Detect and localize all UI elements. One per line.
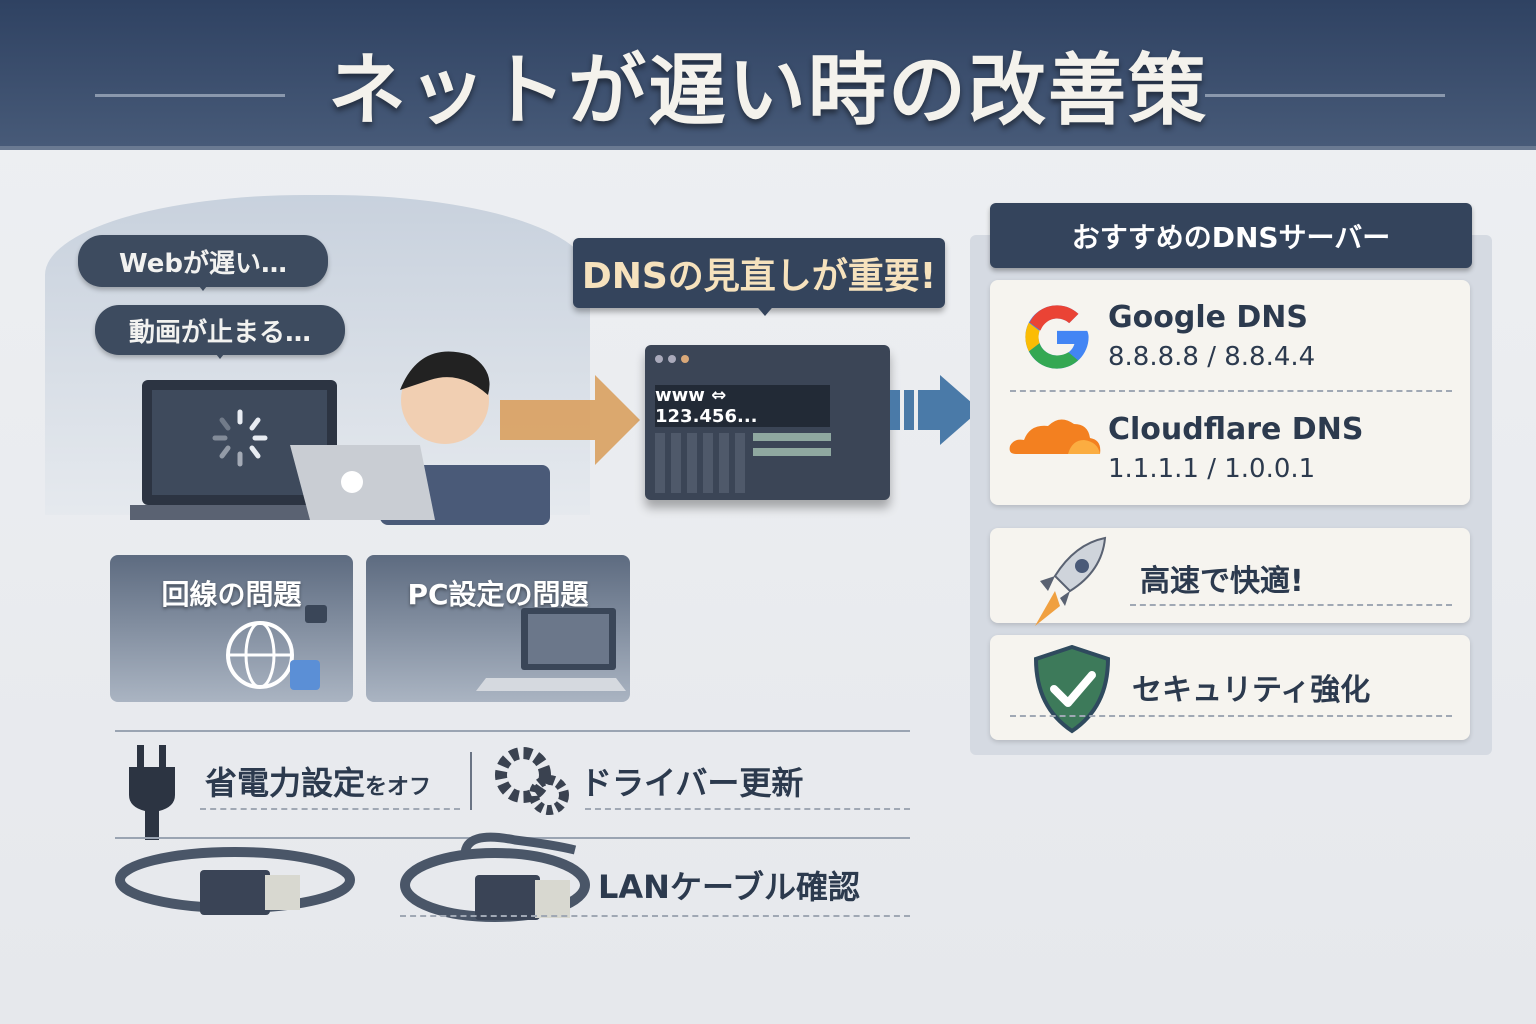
benefit-security: セキュリティ強化 — [990, 635, 1470, 740]
pc-monitor-icon — [476, 608, 626, 691]
tip-driver-update: ドライバー更新 — [580, 764, 804, 802]
symptom-bubble-web: Webが遅い… — [78, 235, 328, 287]
page-title: ネットが遅い時の改善策 — [327, 46, 1208, 136]
power-plug-icon — [129, 745, 175, 840]
dns-callout: DNSの見直しが重要! — [573, 238, 945, 316]
dns-name: Cloudflare DNS — [1108, 412, 1364, 447]
divider — [1010, 390, 1452, 392]
divider — [470, 752, 472, 810]
cloudflare-logo-icon — [1009, 419, 1101, 454]
globe-network-icon — [226, 605, 327, 690]
dns-server-list: Google DNS 8.8.8.8 / 8.8.4.4 Cloudflare … — [990, 280, 1470, 505]
problem-label: 回線の問題 — [161, 578, 302, 611]
server-bar — [753, 448, 831, 456]
loading-spinner-icon — [212, 409, 268, 467]
benefit-speed: 高速で快適! — [990, 528, 1470, 626]
divider — [200, 808, 460, 810]
tip-main: 省電力設定 — [205, 764, 366, 802]
divider — [1010, 715, 1452, 717]
recommend-title: おすすめのDNSサーバー — [990, 203, 1472, 268]
title-divider-right — [1205, 94, 1445, 97]
problem-card-pc: PC設定の問題 — [366, 555, 630, 702]
rocket-icon — [1035, 536, 1107, 626]
server-bar — [753, 433, 831, 441]
server-screen: www ⇔ 123.456... — [655, 385, 830, 427]
frustrated-user-illustration — [130, 351, 550, 525]
benefit-label: セキュリティ強化 — [1132, 673, 1371, 708]
benefit-label: 高速で快適! — [1140, 564, 1304, 599]
header-banner — [0, 0, 1536, 150]
divider — [585, 808, 910, 810]
divider — [1130, 604, 1452, 606]
lan-cable-icon — [115, 832, 590, 922]
google-logo-icon — [1025, 305, 1089, 369]
server-lights-icon — [655, 355, 689, 363]
divider — [400, 915, 910, 917]
tip-suffix: をオフ — [365, 775, 432, 800]
shield-check-icon — [1033, 645, 1111, 734]
dns-ips: 1.1.1.1 / 1.0.0.1 — [1108, 454, 1316, 484]
divider — [115, 730, 910, 732]
problem-label: PC設定の問題 — [407, 578, 589, 611]
server-buttons — [655, 433, 745, 493]
gears-icon — [495, 747, 569, 815]
tip-lan-cable: LANケーブル確認 — [598, 868, 861, 906]
title-divider-left — [95, 94, 285, 97]
problem-card-line: 回線の問題 — [110, 555, 353, 702]
dns-ips: 8.8.8.8 / 8.8.4.4 — [1108, 342, 1316, 372]
dns-server-illustration: www ⇔ 123.456... — [645, 345, 890, 500]
arrow-orange-icon — [500, 375, 640, 465]
tip-power-saving: 省電力設定をオフ — [205, 758, 431, 804]
dns-name: Google DNS — [1108, 300, 1309, 335]
symptom-bubble-video: 動画が止まる… — [95, 305, 345, 355]
arrow-blue-icon — [890, 375, 980, 445]
